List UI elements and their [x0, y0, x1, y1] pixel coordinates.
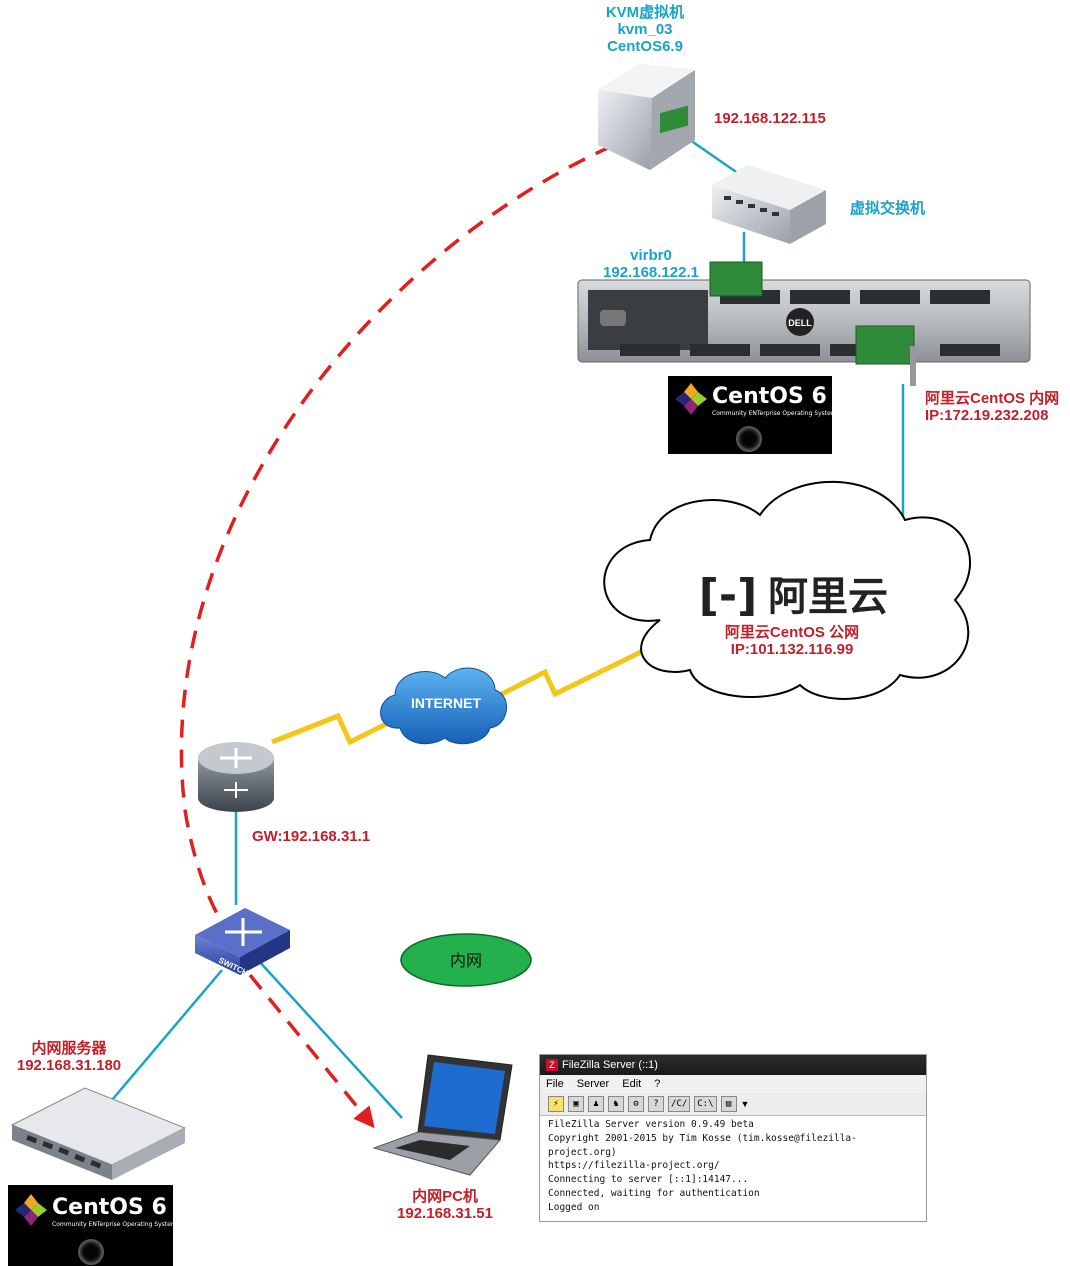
log-line: FileZilla Server version 0.9.49 beta: [548, 1119, 754, 1130]
centos-title: CentOS 6: [712, 384, 827, 409]
centos-power-button: [78, 1239, 104, 1265]
svg-text:DELL: DELL: [788, 318, 812, 328]
link-switch-server: [111, 969, 223, 1101]
svg-text:[-]: [-]: [699, 570, 757, 621]
filezilla-toolbar: ⚡ ▣ ♟ ♞ ⚙ ? /C/ C:\ ▤ ▼: [540, 1093, 926, 1116]
switch-icon: SWITCH: [195, 908, 290, 978]
aliyun-inner-name: 阿里云CentOS 内网: [925, 390, 1060, 407]
link-vm-vswitch: [689, 138, 743, 178]
lock-icon[interactable]: ▣: [568, 1096, 584, 1112]
tunnel-arrow: [248, 973, 375, 1129]
kvm-vm-title: KVM虚拟机 kvm_03 CentOS6.9: [585, 4, 705, 55]
filezilla-menubar: File Server Edit ?: [540, 1075, 926, 1093]
inner-server-label: 内网服务器 192.168.31.180: [4, 1040, 134, 1074]
inner-pc-label: 内网PC机 192.168.31.51: [380, 1188, 510, 1222]
link-switch-pc: [257, 959, 403, 1119]
internet-cloud-icon: INTERNET: [380, 667, 507, 745]
wan-link: [271, 709, 412, 746]
settings-icon[interactable]: ⚙: [628, 1096, 644, 1112]
inner-pc-ip: 192.168.31.51: [397, 1205, 493, 1222]
log-line: https://filezilla-project.org/: [548, 1160, 720, 1172]
centos-icon: [15, 1194, 47, 1226]
virbr0-label: virbr0 192.168.122.1: [590, 247, 712, 281]
inner-server-ip: 192.168.31.180: [16, 1057, 122, 1074]
kvm-vm-ip: 192.168.122.115: [714, 110, 826, 127]
inner-pc-name: 内网PC机: [412, 1188, 478, 1205]
log-line: Connected, waiting for authentication: [548, 1187, 760, 1199]
svg-text:阿里云: 阿里云: [768, 574, 888, 620]
connect-icon[interactable]: ⚡: [548, 1096, 564, 1112]
inner-server-icon: [10, 1087, 187, 1180]
groups-icon[interactable]: ♞: [608, 1096, 624, 1112]
inner-server-name: 内网服务器: [31, 1040, 107, 1057]
log-line: Connecting to server [::1]:14147...: [548, 1174, 749, 1186]
centos-power-button: [736, 426, 762, 452]
path-button-drive[interactable]: C:\: [694, 1096, 717, 1112]
aliyun-cloud-icon: [-] 阿里云: [603, 480, 972, 700]
aliyun-public-ip: IP:101.132.116.99: [730, 641, 854, 658]
aliyun-inner-ip: IP:172.19.232.208: [925, 407, 1049, 424]
menu-edit[interactable]: Edit: [622, 1078, 642, 1090]
filezilla-app-icon: Z: [546, 1059, 558, 1072]
lan-badge-shape: [400, 933, 532, 987]
path-button-root[interactable]: /C/: [668, 1096, 691, 1112]
wan-link-cloud: [488, 647, 647, 703]
lan-badge-label: 内网: [450, 951, 482, 970]
laptop-icon: [372, 1054, 513, 1176]
virbr0-name: virbr0: [630, 247, 672, 264]
centos-subtitle: Community ENTerprise Operating System: [52, 1221, 177, 1228]
virtual-switch-icon: [712, 165, 826, 244]
dropdown-arrow-icon[interactable]: ▼: [740, 1099, 750, 1109]
filezilla-log: FileZilla Server version 0.9.49 beta Cop…: [540, 1116, 926, 1217]
menu-help[interactable]: ?: [654, 1078, 661, 1090]
kvm-vm-icon: [598, 64, 695, 170]
kvm-vm-name: kvm_03: [617, 21, 673, 38]
aliyun-public-label: 阿里云CentOS 公网 IP:101.132.116.99: [712, 624, 872, 658]
menu-file[interactable]: File: [546, 1078, 564, 1090]
router-icon: [198, 742, 274, 812]
filezilla-window: Z FileZilla Server (::1) File Server Edit…: [539, 1054, 927, 1222]
tunnel-arc: [179, 144, 613, 942]
users-icon[interactable]: ♟: [588, 1096, 604, 1112]
aliyun-inner-label: 阿里云CentOS 内网 IP:172.19.232.208: [925, 390, 1059, 424]
centos-logo-inner: CentOS 6 Community ENTerprise Operating …: [8, 1185, 177, 1266]
centos-logo-host: CentOS 6 Community ENTerprise Operating …: [668, 376, 837, 454]
log-line: Copyright 2001-2015 by Tim Kosse (tim.ko…: [548, 1132, 857, 1158]
dell-server-icon: DELL: [577, 261, 1031, 386]
filezilla-title: FileZilla Server (::1): [562, 1059, 658, 1071]
centos-subtitle: Community ENTerprise Operating System: [712, 410, 837, 417]
menu-server[interactable]: Server: [576, 1078, 610, 1090]
centos-title: CentOS 6: [52, 1195, 167, 1220]
router-gw-label: GW:192.168.31.1: [252, 828, 371, 845]
kvm-vm-type: KVM虚拟机: [605, 4, 685, 21]
view-icon[interactable]: ▤: [720, 1096, 737, 1112]
help-icon[interactable]: ?: [648, 1096, 664, 1112]
filezilla-titlebar: Z FileZilla Server (::1): [540, 1055, 926, 1075]
aliyun-public-name: 阿里云CentOS 公网: [724, 624, 860, 641]
centos-icon: [675, 383, 707, 415]
svg-text:INTERNET: INTERNET: [411, 695, 481, 711]
kvm-vm-os: CentOS6.9: [607, 38, 683, 55]
log-line: Logged on: [548, 1201, 600, 1213]
virbr0-ip: 192.168.122.1: [603, 264, 699, 281]
link-lines: [111, 138, 905, 1119]
virtual-switch-label: 虚拟交换机: [850, 200, 926, 217]
